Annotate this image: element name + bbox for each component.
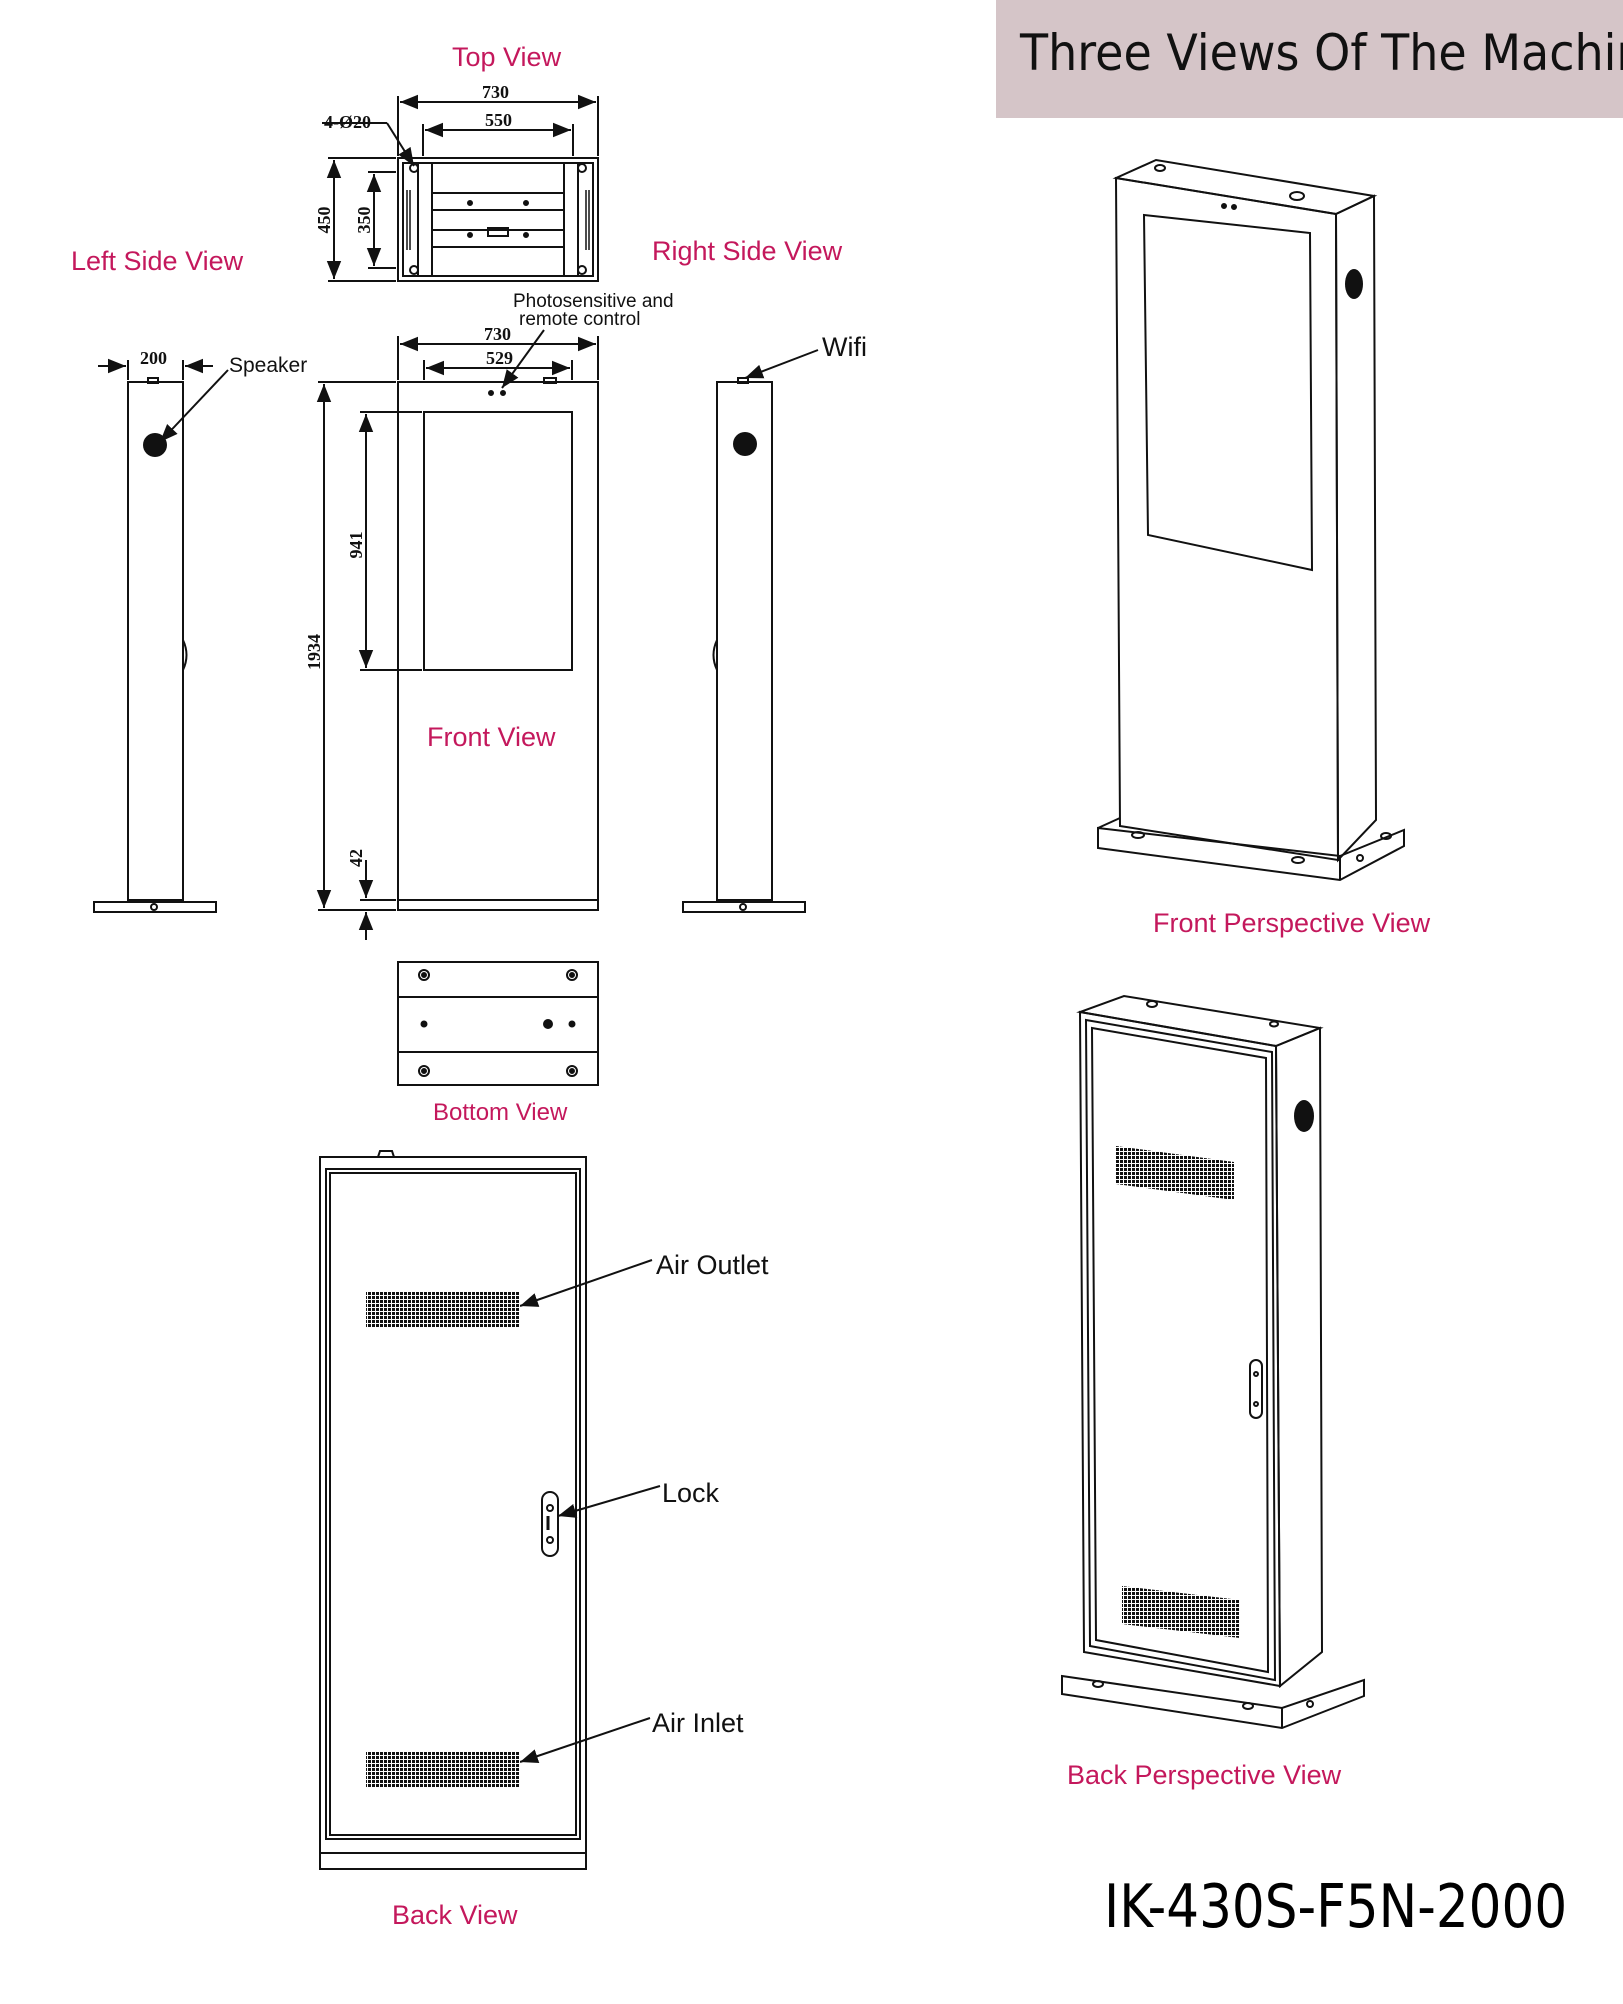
note-lock: Lock (662, 1478, 720, 1508)
dim-screen-width: 529 (486, 348, 513, 368)
front-perspective-speaker (1345, 269, 1363, 299)
dim-front-width: 730 (484, 324, 511, 344)
dim-base-height: 42 (346, 849, 366, 867)
label-front-view: Front View (427, 722, 556, 752)
note-photosensitive: Photosensitive and remote control (513, 291, 674, 330)
title-banner (996, 0, 1623, 118)
wifi-side-speaker-mark (733, 432, 757, 456)
back-perspective-speaker (1294, 1100, 1314, 1132)
right-side-view-drawing (682, 349, 819, 913)
model-number: IK-430S-F5N-2000 (1104, 1872, 1568, 1942)
label-top-view: Top View (452, 42, 562, 72)
dim-top-inner-width: 550 (485, 110, 512, 130)
note-photosensitive-line2: remote control (519, 309, 641, 330)
bottom-view-drawing (397, 961, 599, 1086)
label-front-perspective-view: Front Perspective View (1153, 908, 1431, 938)
label-bottom-view: Bottom View (433, 1099, 568, 1126)
label-right-side-view: Right Side View (652, 236, 843, 266)
dim-side-depth: 200 (140, 348, 167, 368)
label-back-perspective-view: Back Perspective View (1067, 1760, 1342, 1790)
dim-total-height: 1934 (304, 634, 324, 670)
label-left-side-view: Left Side View (71, 246, 244, 276)
back-perspective-inlet (1122, 1586, 1240, 1638)
dim-holes: 4-Ø20 (324, 112, 371, 132)
note-photosensitive-line1: Photosensitive and (513, 291, 674, 312)
note-speaker: Speaker (229, 354, 308, 377)
dim-top-width: 730 (482, 82, 509, 102)
page-title: Three Views Of The Machine (1020, 24, 1623, 82)
note-wifi: Wifi (822, 332, 867, 362)
front-view-drawing (316, 329, 599, 940)
air-inlet-grille (366, 1752, 520, 1788)
back-perspective-outlet (1116, 1146, 1234, 1200)
top-view-drawing (322, 94, 599, 282)
back-view-drawing (319, 1150, 661, 1870)
dim-top-inner-depth: 350 (354, 207, 374, 234)
label-back-view: Back View (392, 1900, 518, 1930)
back-perspective-drawing (1061, 994, 1365, 1730)
dim-screen-height: 941 (346, 532, 366, 559)
speaker-mark (143, 433, 167, 457)
left-side-view-drawing (93, 358, 229, 913)
air-outlet-grille (366, 1292, 520, 1328)
front-perspective-drawing (1097, 158, 1405, 882)
note-air-outlet: Air Outlet (656, 1250, 769, 1280)
dim-top-depth: 450 (314, 207, 334, 234)
note-air-inlet: Air Inlet (652, 1708, 744, 1738)
